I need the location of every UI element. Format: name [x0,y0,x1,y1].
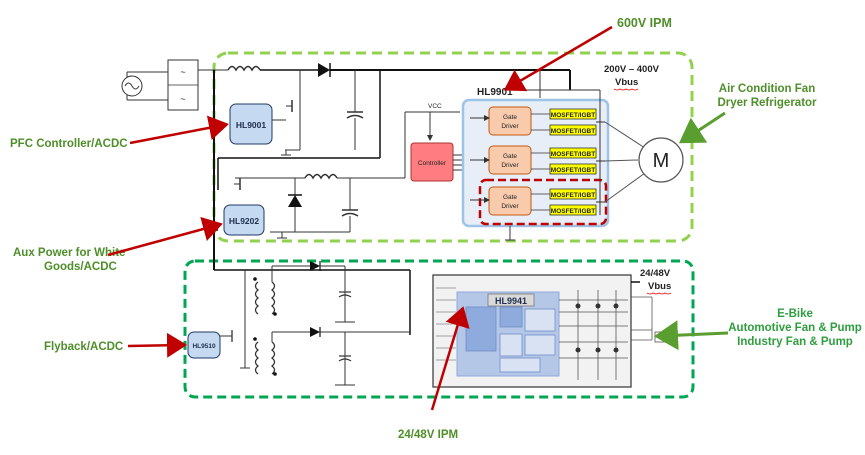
motor-label: M [653,150,670,172]
arrow-ipm600 [503,25,613,92]
ebike-label-3: Industry Fan & Pump [737,336,853,348]
hl9901-high-side-dash [478,178,608,226]
svg-text:~: ~ [180,67,185,77]
mosfet-array: MOSFET/IGBT MOSFET/IGBT MOSFET/IGBT MOSF… [531,90,605,216]
air-fan-label-1: Air Condition Fan [719,83,815,95]
air-fan-label-2: Dryer Refrigerator [717,97,817,109]
svg-text:MOSFET/IGBT: MOSFET/IGBT [551,192,595,199]
controller-label: Controller [418,160,447,167]
ac-source [121,71,148,101]
svg-text:Driver: Driver [501,203,519,210]
hl9001-label: HL9001 [236,120,267,130]
hl9202-chip [223,204,265,236]
motor-symbol [638,137,684,183]
driver-input-lines [470,115,490,203]
ebike-label-2: Automotive Fan & Pump [728,322,862,334]
svg-text:Driver: Driver [501,123,519,130]
ebike-label-1: E-Bike [777,308,813,320]
vbus-low-label: Vbus [648,281,671,292]
svg-text:MOSFET/IGBT: MOSFET/IGBT [551,112,595,119]
arrow-ebike [654,320,729,351]
svg-text:~: ~ [180,94,185,104]
pfc-stage [198,63,570,156]
vbus-high-range: 200V – 400V [604,64,660,75]
svg-text:Gate: Gate [503,194,517,201]
gate-driver-2: Gate Driver [488,145,532,175]
flyback-stage [213,230,411,386]
svg-text:Driver: Driver [501,162,519,169]
hl9202-label: HL9202 [229,216,260,226]
aux-label-2: Goods/ACDC [44,261,117,273]
low-voltage-region [183,259,695,399]
arrow-aux [107,216,223,257]
arrow-air-fan [678,111,726,144]
flyback-label: Flyback/ACDC [44,341,123,353]
ipm24-label: 24/48V IPM [398,429,458,441]
svg-text:MOSFET/IGBT: MOSFET/IGBT [551,167,595,174]
aux-label-1: Aux Power for White [13,247,125,259]
hl9941-label: HL9941 [495,296,527,306]
pfc-label: PFC Controller/ACDC [10,138,128,150]
bridge-rectifier: ~ ~ [148,59,199,111]
vbus-high-label: Vbus [615,77,638,88]
arrow-pfc [129,115,229,145]
svg-text:Gate: Gate [503,114,517,121]
gate-driver-3: Gate Driver [488,186,532,216]
svg-text:Gate: Gate [503,153,517,160]
arrow-ipm24 [430,306,470,411]
hl9001-chip [229,103,273,145]
vbus-low-range: 24/48V [640,268,671,279]
hl9901-label: HL9901 [477,87,513,98]
ipm600-label: 600V IPM [617,16,672,30]
svg-text:MOSFET/IGBT: MOSFET/IGBT [551,128,595,135]
svg-text:MOSFET/IGBT: MOSFET/IGBT [551,208,595,215]
gate-driver-1: Gate Driver [488,106,532,136]
vcc-label: VCC [428,103,442,110]
svg-text:MOSFET/IGBT: MOSFET/IGBT [551,151,595,158]
aux-wiring [213,70,460,239]
controller-block [410,142,454,182]
hl9510-chip [187,331,221,359]
hl9941-tag [487,293,535,307]
arrow-flyback [127,332,187,358]
hl9510-label: HL9510 [192,343,216,350]
hl9941-module [432,274,666,388]
